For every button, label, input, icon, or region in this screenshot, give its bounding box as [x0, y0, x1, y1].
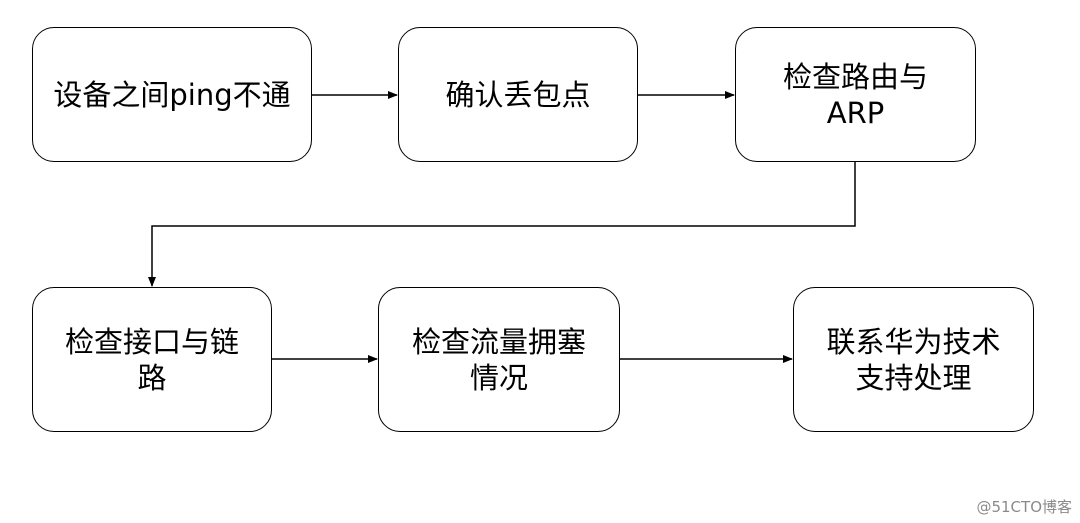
node-label: 检查接口与链路: [64, 324, 239, 395]
node-label: 检查流量拥塞情况: [411, 324, 586, 395]
node-contact-support: 联系华为技术支持处理: [793, 287, 1034, 432]
arrow-n3-n4: [148, 162, 856, 287]
node-locate-packet-loss: 确认丢包点: [398, 27, 638, 162]
node-label: 确认丢包点: [445, 77, 591, 112]
watermark-text: @51CTO博客: [976, 498, 1072, 516]
node-label: 设备之间ping不通: [53, 77, 291, 112]
node-check-route-arp: 检查路由与ARP: [735, 27, 976, 162]
node-check-congestion: 检查流量拥塞情况: [378, 287, 620, 432]
node-ping-failure: 设备之间ping不通: [32, 27, 312, 162]
node-label: 联系华为技术支持处理: [826, 324, 1001, 395]
node-check-interface-link: 检查接口与链路: [32, 287, 272, 432]
node-label: 检查路由与ARP: [782, 59, 928, 130]
